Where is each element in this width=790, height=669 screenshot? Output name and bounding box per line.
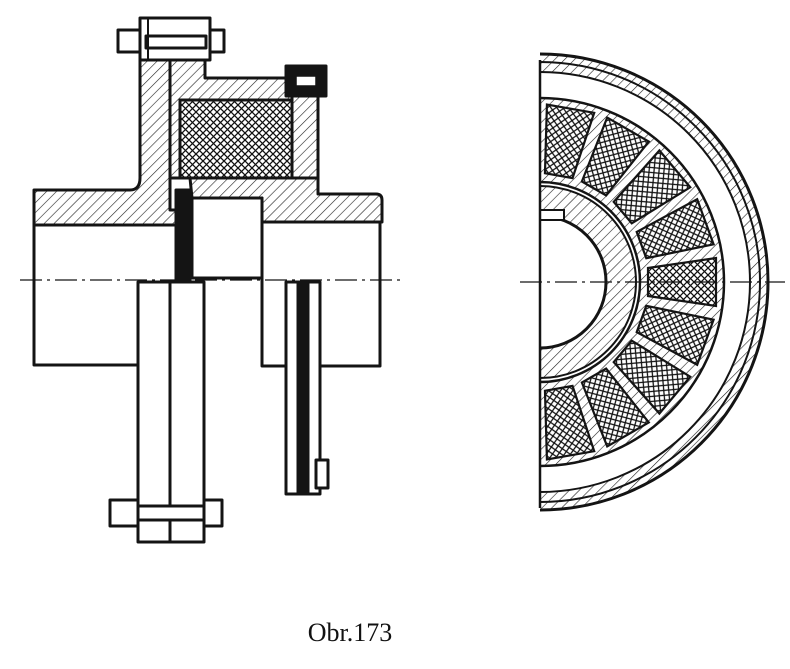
end-view-axes <box>520 60 785 508</box>
bottom-bolt <box>108 498 224 528</box>
elastic-segment <box>635 304 716 367</box>
retaining-ring <box>290 90 320 186</box>
ring-bolt <box>284 64 328 98</box>
elastic-segment <box>612 148 692 225</box>
top-bolt <box>116 16 226 62</box>
elastic-segment <box>580 115 651 197</box>
elastic-segments <box>543 103 718 461</box>
elastic-segment <box>635 197 716 260</box>
elastic-segment <box>543 103 596 180</box>
coupling-section-view <box>20 16 400 544</box>
small-nut <box>314 458 330 490</box>
left-hub-section <box>32 58 192 227</box>
elastic-segment <box>580 367 651 449</box>
elastic-insert <box>178 98 294 180</box>
elastic-segment <box>612 339 692 416</box>
elastic-segment <box>543 384 596 461</box>
centre-gasket <box>174 188 192 284</box>
right-hub-bore <box>190 196 264 280</box>
figure-caption: Obr.173 <box>307 618 393 647</box>
